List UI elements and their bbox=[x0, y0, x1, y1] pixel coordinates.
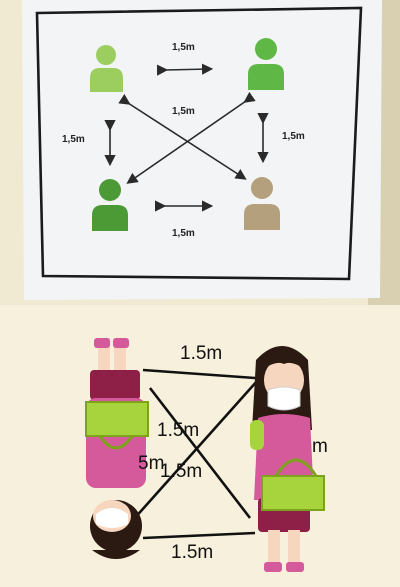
woman-upside-down bbox=[85, 338, 149, 559]
illustration-panel: 1.5m 1.5m 1.5m 1.5m 5m m bbox=[0, 318, 400, 587]
label-partial-left: 5m bbox=[138, 453, 164, 474]
person-icon-bottom-left bbox=[92, 179, 128, 231]
label-diagonal: 1,5m bbox=[172, 106, 195, 117]
line-top bbox=[142, 368, 256, 380]
woman-standing bbox=[250, 346, 325, 572]
distance-lines bbox=[132, 368, 259, 540]
photo-panel: 1,5m 1,5m 1,5m 1,5m 1,5m bbox=[22, 0, 400, 305]
arrow-top bbox=[156, 63, 214, 76]
line-diagonal-b bbox=[148, 387, 252, 519]
label-center-upper: 1.5m bbox=[157, 420, 199, 441]
label-right: 1,5m bbox=[282, 131, 305, 142]
label-bottom: 1,5m bbox=[172, 228, 195, 239]
poster-frame bbox=[35, 6, 363, 281]
line-bottom bbox=[142, 531, 256, 540]
panel-divider bbox=[0, 305, 400, 318]
distance-arrows bbox=[104, 63, 269, 212]
arrow-diagonal-b bbox=[126, 91, 256, 184]
person-icon-bottom-right bbox=[244, 177, 280, 230]
label-center-lower: 1.5m bbox=[160, 461, 202, 482]
person-icon-top-right bbox=[248, 38, 284, 90]
person-icon-top-left bbox=[90, 45, 123, 92]
line-diagonal-a bbox=[132, 379, 259, 521]
poster-photo: 1,5m 1,5m 1,5m 1,5m 1,5m bbox=[22, 0, 400, 305]
label-left: 1,5m bbox=[62, 134, 85, 145]
label-partial-right: m bbox=[312, 436, 328, 457]
distancing-illustration: 1.5m 1.5m 1.5m 1.5m 5m m bbox=[0, 318, 400, 587]
label-bottom: 1.5m bbox=[171, 542, 213, 563]
label-top: 1.5m bbox=[180, 343, 222, 364]
label-top: 1,5m bbox=[172, 42, 195, 53]
